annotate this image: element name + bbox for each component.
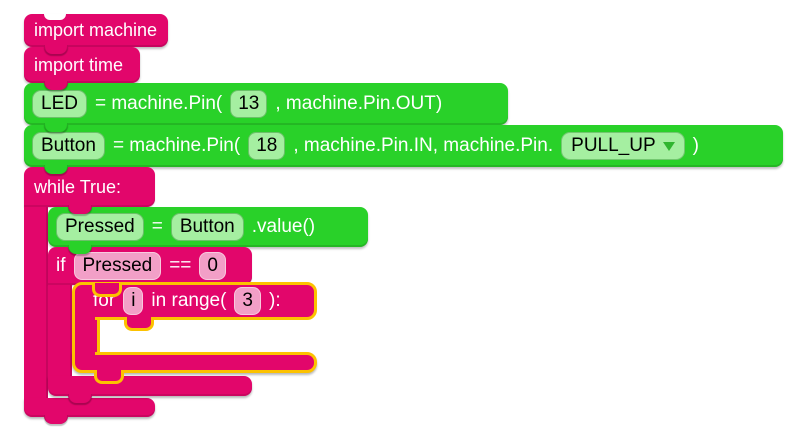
connector-tab	[94, 370, 124, 384]
block-label: import machine	[34, 20, 158, 40]
for-loop-foot[interactable]	[72, 352, 317, 373]
connector-tab	[44, 415, 68, 424]
operator-text: ==	[169, 255, 192, 276]
selection-outline-patch	[75, 350, 95, 357]
connector-tab	[44, 123, 68, 132]
iterations-field[interactable]: 3	[234, 287, 261, 315]
dropdown-arrow-icon	[662, 141, 675, 151]
variable-field-source[interactable]: Button	[170, 213, 244, 241]
connector-tab	[68, 245, 92, 254]
selection-outline-patch	[75, 315, 95, 323]
code-text: in range(	[151, 290, 227, 311]
code-text: =	[151, 216, 163, 237]
block-led-assign[interactable]: LED = machine.Pin( 13 , machine.Pin.OUT)	[24, 83, 508, 125]
connector-tab	[68, 205, 92, 214]
while-loop-spine[interactable]	[24, 207, 48, 398]
pull-mode-dropdown[interactable]: PULL_UP	[561, 132, 685, 160]
for-loop-spine[interactable]	[72, 320, 100, 352]
if-condition-foot[interactable]	[48, 376, 252, 396]
variable-field-button[interactable]: Button	[32, 132, 105, 160]
block-label: import time	[34, 54, 124, 75]
block-button-assign[interactable]: Button = machine.Pin( 18 , machine.Pin.I…	[24, 125, 783, 167]
connector-tab	[44, 81, 68, 90]
variable-field-led[interactable]: LED	[32, 90, 87, 118]
variable-field-pressed[interactable]: Pressed	[56, 213, 144, 241]
block-if-condition-header[interactable]: if Pressed == 0	[48, 247, 252, 285]
block-import-machine[interactable]: import machine	[24, 14, 168, 47]
keyword-text: if	[56, 255, 66, 276]
if-condition-spine[interactable]	[48, 285, 72, 376]
code-text: ):	[269, 290, 281, 311]
connector-tab	[44, 165, 68, 174]
top-notch	[44, 14, 66, 20]
connector-tab	[92, 283, 122, 297]
code-text: )	[692, 135, 699, 156]
block-pressed-assign[interactable]: Pressed = Button .value()	[48, 207, 368, 247]
dropdown-value: PULL_UP	[571, 135, 656, 156]
loop-variable-field[interactable]: i	[123, 287, 144, 315]
code-text: .value()	[251, 216, 316, 237]
code-text: = machine.Pin(	[94, 93, 223, 114]
code-text: , machine.Pin.IN, machine.Pin.	[293, 135, 554, 156]
block-label: while True:	[34, 176, 122, 197]
operand-field-right[interactable]: 0	[199, 252, 226, 280]
code-text: = machine.Pin(	[112, 135, 241, 156]
block-import-time[interactable]: import time	[24, 47, 140, 83]
connector-tab	[124, 317, 154, 331]
pin-number-field[interactable]: 13	[230, 90, 268, 118]
connector-tab	[44, 45, 68, 54]
block-while-loop-header[interactable]: while True:	[24, 167, 155, 207]
while-loop-foot[interactable]	[24, 398, 155, 417]
connector-tab	[68, 394, 92, 403]
code-text: , machine.Pin.OUT)	[275, 93, 443, 114]
operand-field-left[interactable]: Pressed	[73, 252, 162, 280]
pin-number-field[interactable]: 18	[248, 132, 286, 160]
